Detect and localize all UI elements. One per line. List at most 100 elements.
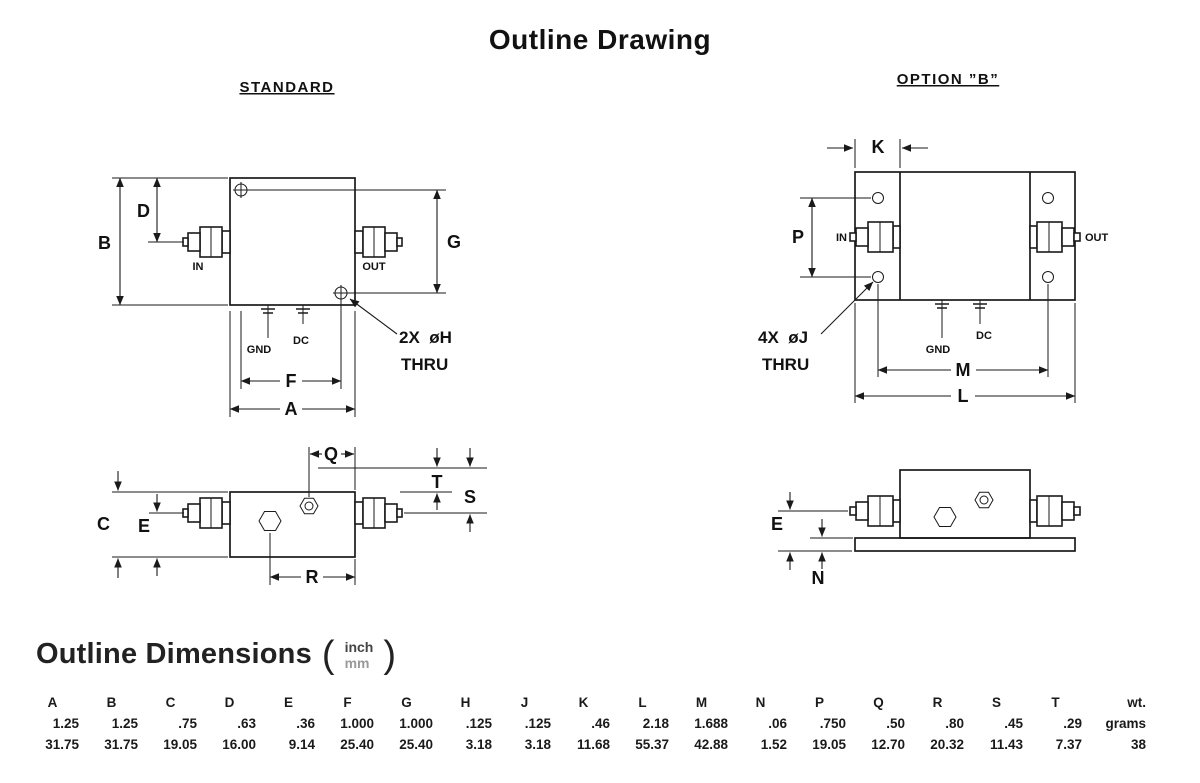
out-connector	[1029, 221, 1081, 253]
header-cell: L	[638, 695, 647, 710]
dim-m: M	[877, 284, 1049, 380]
inch-row: 1.25 1.25 .75 .63 .36 1.000 1.000 .125 .…	[26, 713, 1152, 734]
hex-screw	[299, 497, 319, 515]
corner-screw-top-left	[233, 182, 249, 198]
page-title: Outline Drawing	[488, 24, 712, 55]
mounting-hole	[872, 271, 884, 283]
hex-nut	[933, 507, 957, 527]
units-stack: inch mm	[345, 639, 374, 671]
gnd-pin-label: GND	[926, 344, 951, 356]
dim-r: R	[269, 533, 356, 587]
header-cell: M	[695, 695, 708, 710]
dim-label-a: A	[285, 399, 298, 419]
header-cell: S	[991, 695, 1001, 710]
dc-pin-label: DC	[293, 335, 309, 347]
header-cell: T	[1051, 695, 1060, 710]
dc-pin	[296, 305, 310, 324]
value-cell: 31.75	[45, 737, 79, 752]
in-connector	[182, 226, 231, 258]
unit-inch-label: inch	[344, 638, 374, 655]
header-cell: H	[460, 695, 471, 710]
dim-label-t: T	[432, 472, 443, 492]
outline-dimensions-heading: Outline Dimensions ( inch mm )	[36, 633, 397, 676]
value-cell: 19.05	[812, 737, 846, 752]
dim-label-k: K	[872, 137, 885, 157]
callout-4x-hole-j: 4X øJ THRU	[758, 281, 874, 374]
value-cell: .46	[591, 716, 610, 731]
mm-row: 31.75 31.75 19.05 16.00 9.14 25.40 25.40…	[26, 734, 1152, 755]
dim-label-e: E	[138, 516, 150, 536]
out-connector	[354, 497, 403, 529]
header-cell: C	[165, 695, 176, 710]
value-cell: 11.43	[989, 737, 1023, 752]
dim-s: S	[404, 448, 487, 532]
dim-label-n: N	[812, 568, 825, 588]
dim-label-q: Q	[324, 444, 338, 464]
dim-label-b: B	[98, 233, 111, 253]
callout-2x-hole-h: 2X øH THRU	[349, 298, 452, 374]
gnd-pin	[935, 300, 949, 338]
outline-dimensions-table: A B C D E F G H J K L M N P Q R S T wt.	[26, 692, 1152, 755]
header-cell: A	[47, 695, 58, 710]
value-cell: 1.000	[399, 716, 433, 731]
value-cell: .29	[1063, 716, 1082, 731]
standard-top-view: IN OUT GND DC B D G	[98, 177, 461, 419]
dim-label-s: S	[464, 487, 476, 507]
corner-screw-bottom-right	[333, 285, 349, 301]
flange-base	[854, 537, 1076, 552]
header-row: A B C D E F G H J K L M N P Q R S T wt.	[26, 692, 1152, 713]
header-cell: K	[578, 695, 589, 710]
value-cell: .45	[1004, 716, 1023, 731]
mounting-hole	[1042, 271, 1054, 283]
dim-label-l: L	[958, 386, 969, 406]
value-cell: .125	[465, 716, 492, 731]
dc-pin	[973, 300, 987, 324]
callout-2x-h-line2: THRU	[401, 355, 448, 374]
dim-label-m: M	[956, 360, 971, 380]
header-cell: N	[755, 695, 766, 710]
standard-view-label: STANDARD	[239, 79, 334, 96]
in-port-label: IN	[836, 232, 847, 244]
header-cell: P	[814, 695, 824, 710]
option-b-side-view: E N	[771, 469, 1081, 588]
value-cell: 19.05	[163, 737, 197, 752]
option-b-view-label: OPTION ”B”	[897, 71, 1000, 88]
units-paren-close: )	[383, 633, 397, 676]
outline-drawing-figure: STANDARD OPTION ”B”	[97, 71, 1109, 588]
case-body-side	[229, 491, 356, 558]
value-cell: 2.18	[642, 716, 669, 731]
dim-e: E	[138, 494, 184, 576]
dimensions-heading-text: Outline Dimensions	[36, 638, 312, 670]
header-cell: J	[520, 695, 529, 710]
dim-e: E	[771, 492, 852, 570]
value-cell: 31.75	[104, 737, 138, 752]
header-cell: B	[106, 695, 117, 710]
header-cell: R	[932, 695, 943, 710]
mounting-hole	[872, 192, 884, 204]
hex-nut	[258, 511, 282, 531]
value-cell: .36	[296, 716, 315, 731]
value-cell: .750	[819, 716, 846, 731]
value-cell: 1.25	[52, 716, 79, 731]
units-paren-open: (	[321, 633, 335, 676]
value-cell: .125	[524, 716, 551, 731]
callout-4x-j-line2: THRU	[762, 355, 809, 374]
value-cell: 20.32	[930, 737, 964, 752]
dim-label-d: D	[137, 201, 150, 221]
value-cell: 7.37	[1055, 737, 1082, 752]
value-cell: 11.68	[576, 737, 610, 752]
out-port-label: OUT	[362, 261, 386, 273]
value-cell-weight-unit: grams	[1105, 716, 1146, 731]
dim-q: Q	[308, 444, 356, 497]
value-cell: 1.688	[694, 716, 728, 731]
gnd-pin-label: GND	[247, 344, 272, 356]
dim-d: D	[137, 177, 184, 243]
header-cell: F	[343, 695, 352, 710]
header-cell: Q	[873, 695, 884, 710]
gnd-pin	[261, 305, 275, 338]
dim-l: L	[854, 303, 1076, 406]
case-body-side	[899, 469, 1031, 539]
dim-p: P	[792, 197, 871, 278]
value-cell: 12.70	[871, 737, 905, 752]
